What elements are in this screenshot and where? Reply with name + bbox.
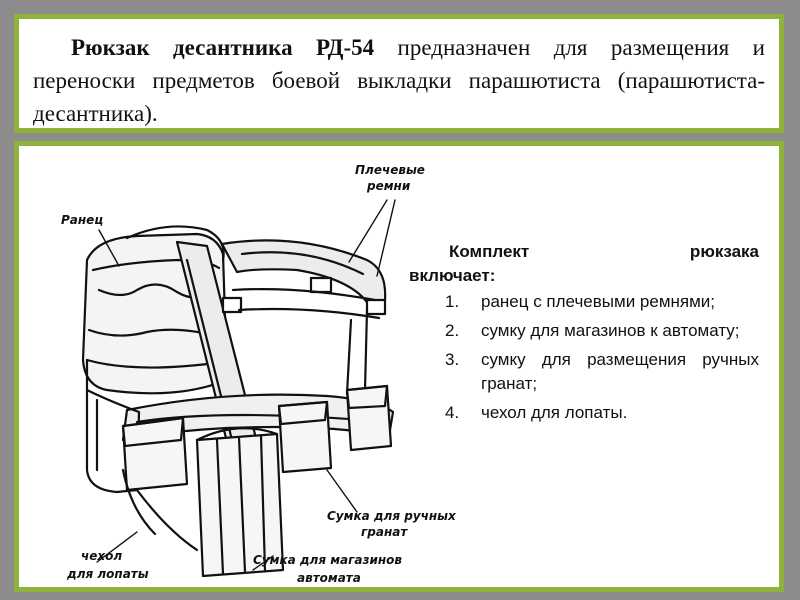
kit-item: 1.ранец с плечевыми ремнями; — [445, 292, 716, 311]
grenade-pouch — [277, 400, 333, 474]
label-ranets: Ранец — [61, 213, 103, 227]
title-box: Рюкзак десантника РД-54 предназначен для… — [14, 14, 784, 133]
label-shovel-cover-2: для лопаты — [66, 567, 149, 581]
shoulder-strap-right — [220, 239, 387, 312]
buckle-1 — [309, 276, 333, 294]
grenade-pouch-right — [345, 384, 393, 452]
label-shovel-cover-1: чехол — [81, 549, 122, 563]
kit-list-block: Комплект рюкзака включает: 1.ранец с пле… — [409, 240, 759, 430]
buckle-3 — [221, 296, 243, 314]
kit-heading: Комплект рюкзака — [449, 242, 759, 261]
label-shoulder-straps-2: ремни — [366, 179, 411, 193]
kit-item: 2.сумку для магазинов к автомату; — [445, 321, 740, 340]
kit-items: 1.ранец с плечевыми ремнями; 2.сумку для… — [409, 290, 759, 425]
main-box: Плечевые ремни Ранец Сумка для ручных гр… — [14, 141, 784, 592]
kit-item: 3.сумку для размещения ручных гранат; — [445, 350, 759, 393]
label-magazine-pouch-2: автомата — [297, 571, 361, 585]
backpack-illustration: Плечевые ремни Ранец Сумка для ручных гр… — [61, 163, 457, 585]
label-grenade-pouch-2: гранат — [361, 525, 408, 539]
title-text: предназначен для размещения и переноски … — [33, 35, 765, 126]
kit-item: 4.чехол для лопаты. — [445, 403, 628, 422]
buckle-2 — [365, 298, 387, 316]
title-bold: Рюкзак десантника РД-54 — [71, 35, 375, 60]
shovel-cover — [121, 416, 189, 492]
label-magazine-pouch-1: Сумка для магазинов — [253, 553, 402, 567]
kit-heading-2: включает: — [409, 266, 496, 285]
label-grenade-pouch-1: Сумка для ручных — [327, 509, 457, 523]
label-shoulder-straps-1: Плечевые — [355, 163, 425, 177]
